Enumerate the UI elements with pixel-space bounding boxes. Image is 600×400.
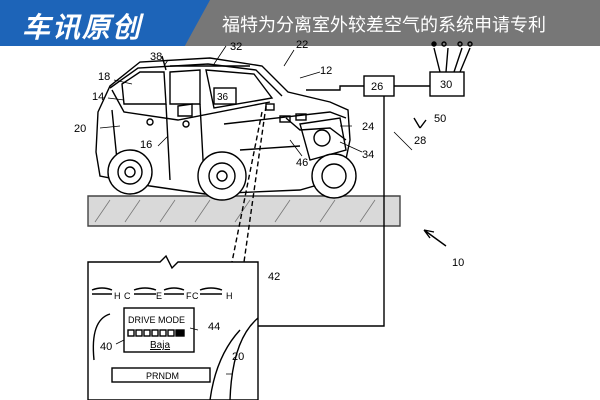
ref-38: 38 bbox=[150, 51, 162, 63]
patent-drawing: 38 32 22 12 18 14 36 26 30 50 28 24 20 1… bbox=[74, 39, 473, 400]
gauge-label-h2: H bbox=[226, 291, 233, 301]
ref-16: 16 bbox=[140, 139, 152, 151]
drive-mode-title: DRIVE MODE bbox=[128, 315, 185, 325]
gauge-label-c2: C bbox=[192, 291, 199, 301]
ref-20-dash: 20 bbox=[232, 351, 244, 363]
gear-indicator: PRNDM bbox=[146, 371, 179, 381]
ref-32: 32 bbox=[230, 41, 242, 53]
ref-18: 18 bbox=[98, 71, 110, 83]
ref-26: 26 bbox=[371, 81, 383, 93]
ref-20: 20 bbox=[74, 123, 86, 135]
brand-logo-text: 车讯原创 bbox=[22, 11, 143, 44]
gauge-label-f: F bbox=[186, 291, 192, 301]
brand-badge bbox=[0, 0, 210, 46]
ref-10: 10 bbox=[452, 257, 464, 269]
header-banner: 车讯原创 福特为分离室外较差空气的系统申请专利 bbox=[0, 0, 600, 46]
ref-22: 22 bbox=[296, 39, 308, 51]
ref-14: 14 bbox=[92, 91, 104, 103]
ref-46: 46 bbox=[296, 157, 308, 169]
ref-30: 30 bbox=[440, 79, 452, 91]
ref-12: 12 bbox=[320, 65, 332, 77]
module-box-30 bbox=[429, 71, 465, 97]
drive-mode-value: Baja bbox=[150, 340, 170, 351]
dashboard-outline bbox=[87, 254, 259, 400]
ref-36: 36 bbox=[217, 92, 229, 103]
ref-42: 42 bbox=[268, 271, 280, 283]
component-box-36 bbox=[213, 87, 237, 105]
ref-34: 34 bbox=[362, 149, 374, 161]
signal-line bbox=[306, 85, 364, 91]
gauge-label-c1: C bbox=[124, 291, 131, 301]
ref-28: 28 bbox=[414, 135, 426, 147]
article-headline: 福特为分离室外较差空气的系统申请专利 bbox=[222, 15, 546, 36]
gauge-label-h1: H bbox=[114, 291, 121, 301]
ref-40: 40 bbox=[100, 341, 112, 353]
ref-24: 24 bbox=[362, 121, 374, 133]
drive-mode-display bbox=[123, 307, 195, 353]
ref-44: 44 bbox=[208, 321, 220, 333]
vehicle-outline bbox=[95, 55, 357, 201]
gauge-label-e: E bbox=[156, 291, 162, 301]
ref-50: 50 bbox=[434, 113, 446, 125]
gear-strip bbox=[111, 367, 211, 383]
